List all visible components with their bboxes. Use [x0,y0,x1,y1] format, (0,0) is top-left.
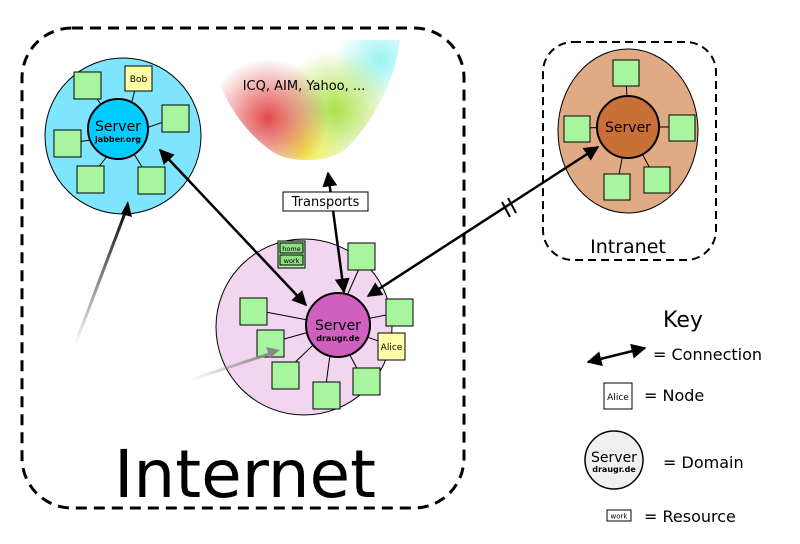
client-box[interactable] [668,114,696,142]
node-bob-label: Bob [130,75,148,85]
connection-draugr-intranet [366,145,600,298]
client-box[interactable] [563,115,591,143]
resource-home-label: home [282,245,300,253]
client-box[interactable] [76,165,105,194]
legacy-networks-funnel: ICQ, AIM, Yahoo, ... [208,40,400,161]
legend-node-sample [603,382,633,410]
connection-jabber-draugr [158,148,308,307]
transports-label: Transports [291,195,360,210]
legend-domain-label: = Domain [663,453,744,472]
client-box[interactable] [352,367,381,396]
client-box[interactable] [161,104,190,133]
resource-work-label: work [284,257,300,265]
server-draugr-label: Server [315,318,361,334]
external-connection-draugr [189,350,276,382]
resource-group[interactable]: home work [277,240,306,269]
domain-draugr-de[interactable]: Alice home work Server draugr.de [215,238,414,416]
server-intranet-label: Server [605,120,651,136]
domain-intranet[interactable]: Server [557,48,699,214]
legend-node-label: = Node [644,386,704,405]
legend-connection-arrow [586,343,647,367]
node-alice[interactable] [377,332,406,361]
node-alice-label: Alice [381,343,403,353]
server-jabber-domain: jabber.org [94,135,141,144]
client-box[interactable] [137,166,166,195]
legend-connection-label: = Connection [653,345,762,364]
client-box[interactable] [347,242,376,271]
client-box[interactable] [612,59,640,87]
legend-title: Key [663,308,703,333]
arrowhead [121,201,132,217]
domain-jabber-org[interactable]: Bob Server jabber.org [44,57,202,215]
external-connection-jabber [73,204,130,346]
legend: Key = Connection Alice = Node Server dra… [584,308,762,526]
intranet-label: Intranet [590,236,666,258]
legend-domain-server: Server [591,450,637,466]
internet-label: Internet [114,436,376,513]
legend-resource-sample [606,509,632,522]
node-bob[interactable] [124,65,153,92]
client-box[interactable] [603,173,631,201]
arrowhead [266,347,280,358]
legend-node-sample-label: Alice [607,393,629,403]
legacy-networks-label: ICQ, AIM, Yahoo, ... [243,79,366,94]
internet-region [20,26,466,510]
server-intranet[interactable] [596,95,660,159]
firewall-break [501,197,517,218]
legend-resource-sample-label: work [611,513,629,521]
client-box[interactable] [312,381,341,410]
client-box[interactable] [643,166,671,194]
legend-domain-sample [584,430,644,490]
legend-resource-label: = Resource [644,507,736,526]
server-draugr-domain: draugr.de [316,334,360,343]
client-box[interactable] [271,361,300,390]
transports-box [282,191,369,212]
server-jabber-label: Server [95,119,141,135]
legend-domain-name: draugr.de [592,465,636,474]
client-box[interactable] [239,297,268,326]
client-box[interactable] [385,298,414,327]
client-box[interactable] [73,71,102,100]
server-jabber-org[interactable] [87,98,149,160]
client-box[interactable] [53,129,82,158]
